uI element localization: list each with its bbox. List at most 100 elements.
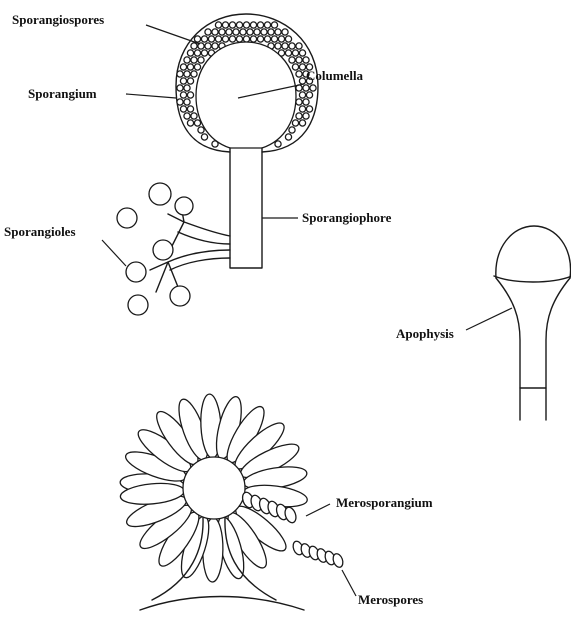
sporangiospore — [191, 57, 197, 63]
sporangiospore — [299, 106, 305, 112]
sporangiospore — [229, 22, 235, 28]
sporangiospore — [285, 50, 291, 56]
sporangiospore — [201, 134, 207, 140]
sporangiospore — [264, 22, 270, 28]
label-merospores: Merospores — [358, 592, 423, 607]
sporangiophore — [230, 148, 262, 268]
leader-sporangiospores — [146, 25, 200, 44]
label-sporangium: Sporangium — [28, 86, 97, 101]
sporangiole — [175, 197, 193, 215]
sporangiospore — [257, 36, 263, 42]
sporangiospore — [194, 120, 200, 126]
sporangiospore — [205, 29, 211, 35]
sporangiospore — [247, 29, 253, 35]
sporangiospore — [296, 113, 302, 119]
sporangiospore — [299, 120, 305, 126]
sporangiospore — [184, 57, 190, 63]
sporangiospore — [299, 64, 305, 70]
sporangiole — [117, 208, 137, 228]
sporangiospore — [310, 85, 316, 91]
columella — [196, 42, 296, 148]
label-sporangioles: Sporangioles — [4, 224, 76, 239]
sporangiospore — [212, 43, 218, 49]
sporangiospore — [303, 85, 309, 91]
sporangiospore — [229, 36, 235, 42]
sporangiospore — [198, 57, 204, 63]
sporangiospore — [292, 64, 298, 70]
sporangiospore — [303, 57, 309, 63]
merospores-chain — [291, 540, 344, 569]
sporangiospore — [215, 22, 221, 28]
sporangiospore — [187, 50, 193, 56]
sporangiospore — [268, 29, 274, 35]
sporangiospore — [285, 36, 291, 42]
apophysis-sporangium — [496, 226, 571, 278]
sporangiospore — [282, 29, 288, 35]
label-merosporangium: Merosporangium — [336, 495, 433, 510]
leader-merospores — [342, 570, 356, 596]
sporangiole — [170, 286, 190, 306]
leader-sporangium — [126, 94, 176, 98]
sporangiospore — [191, 113, 197, 119]
sporangiospore — [257, 22, 263, 28]
sporangiospore — [306, 106, 312, 112]
sporangiospore — [187, 92, 193, 98]
sporangioles — [117, 183, 193, 315]
sporangiospore — [296, 71, 302, 77]
sporangiospore — [296, 99, 302, 105]
sporangiospore — [271, 36, 277, 42]
leader-sporangioles — [102, 240, 126, 266]
sporangiospore — [194, 64, 200, 70]
sporangiospore — [201, 50, 207, 56]
sporangiospore — [184, 99, 190, 105]
sporangiospore — [278, 36, 284, 42]
apophysis — [496, 278, 570, 420]
sporangiospore — [180, 106, 186, 112]
sporangiospore — [177, 71, 183, 77]
sporangiospore — [180, 78, 186, 84]
sporangiospore — [275, 43, 281, 49]
sporangiospore — [250, 36, 256, 42]
label-sporangiospores: Sporangiospores — [12, 12, 104, 27]
apophysis-septum — [494, 276, 571, 282]
sporangiole-branch-outline — [170, 232, 230, 270]
sporangiospore — [219, 29, 225, 35]
sporangiospore — [292, 120, 298, 126]
label-columella: Columella — [306, 68, 364, 83]
sporangiospore — [233, 29, 239, 35]
sporangiospore — [222, 36, 228, 42]
sporangiospore — [191, 43, 197, 49]
sporangiospore — [285, 134, 291, 140]
sporangioles-structure — [117, 183, 230, 315]
sporangiospore — [208, 36, 214, 42]
sporangiospore — [303, 113, 309, 119]
sporangiospore — [180, 64, 186, 70]
sporangiospore — [187, 120, 193, 126]
sporangiospore — [177, 99, 183, 105]
sporangiospore — [306, 92, 312, 98]
sporangiospore — [187, 78, 193, 84]
sporangiospore — [289, 127, 295, 133]
sporangiospore — [194, 50, 200, 56]
sporangiospore — [240, 29, 246, 35]
sporangiole — [128, 295, 148, 315]
sporangiospore — [187, 64, 193, 70]
sporangiospore — [275, 141, 281, 147]
sporangiospore — [184, 113, 190, 119]
sporangiole — [149, 183, 171, 205]
sporangiospore — [236, 36, 242, 42]
label-sporangiophore: Sporangiophore — [302, 210, 392, 225]
sporangiospore — [187, 106, 193, 112]
sporangiole — [153, 240, 173, 260]
sporangium-structure — [176, 14, 318, 268]
sporangiospore — [261, 29, 267, 35]
sporangiospore — [194, 36, 200, 42]
label-apophysis: Apophysis — [396, 326, 454, 341]
sporangiospore — [184, 71, 190, 77]
sporangiospore — [264, 36, 270, 42]
sporangiospore — [296, 43, 302, 49]
sporangiospore — [289, 57, 295, 63]
sporangiospore — [177, 85, 183, 91]
sporangiospore — [191, 71, 197, 77]
